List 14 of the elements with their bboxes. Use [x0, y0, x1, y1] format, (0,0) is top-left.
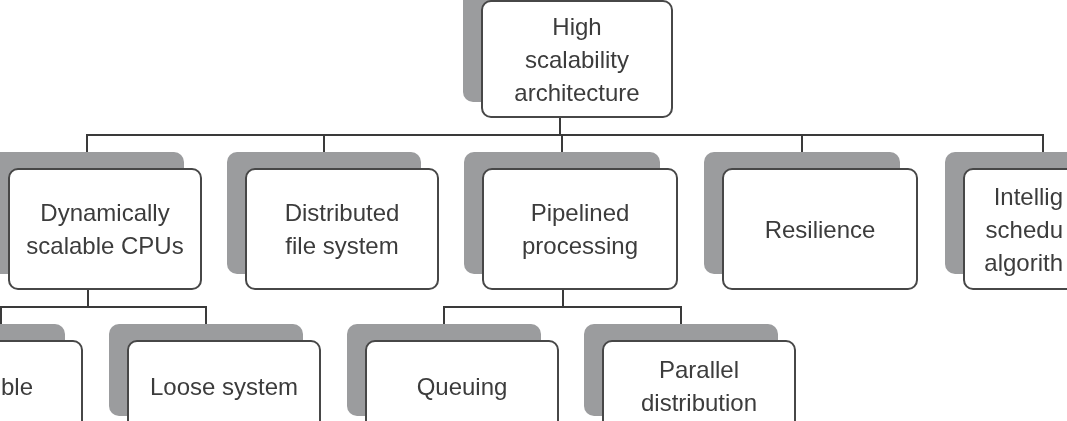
- stacked-card-box: [227, 152, 439, 290]
- node-text: Loose system: [149, 371, 299, 402]
- node-text: Pipelined processing: [521, 198, 639, 261]
- stacked-card-box: [704, 152, 918, 290]
- stacked-card-box: [464, 152, 678, 290]
- node-text: High scalability architecture: [513, 11, 641, 108]
- connector-line: [559, 117, 1044, 153]
- node-text: Resilience: [764, 214, 876, 245]
- node-text: ble: [1, 371, 35, 402]
- node-text: Distributed file system: [284, 198, 400, 261]
- node-text: Dynamically scalable CPUs: [25, 198, 185, 261]
- node-text: Intellig schedu algorith: [983, 181, 1063, 278]
- node-text: Queuing: [416, 371, 508, 402]
- node-text: Parallel distribution: [640, 355, 758, 418]
